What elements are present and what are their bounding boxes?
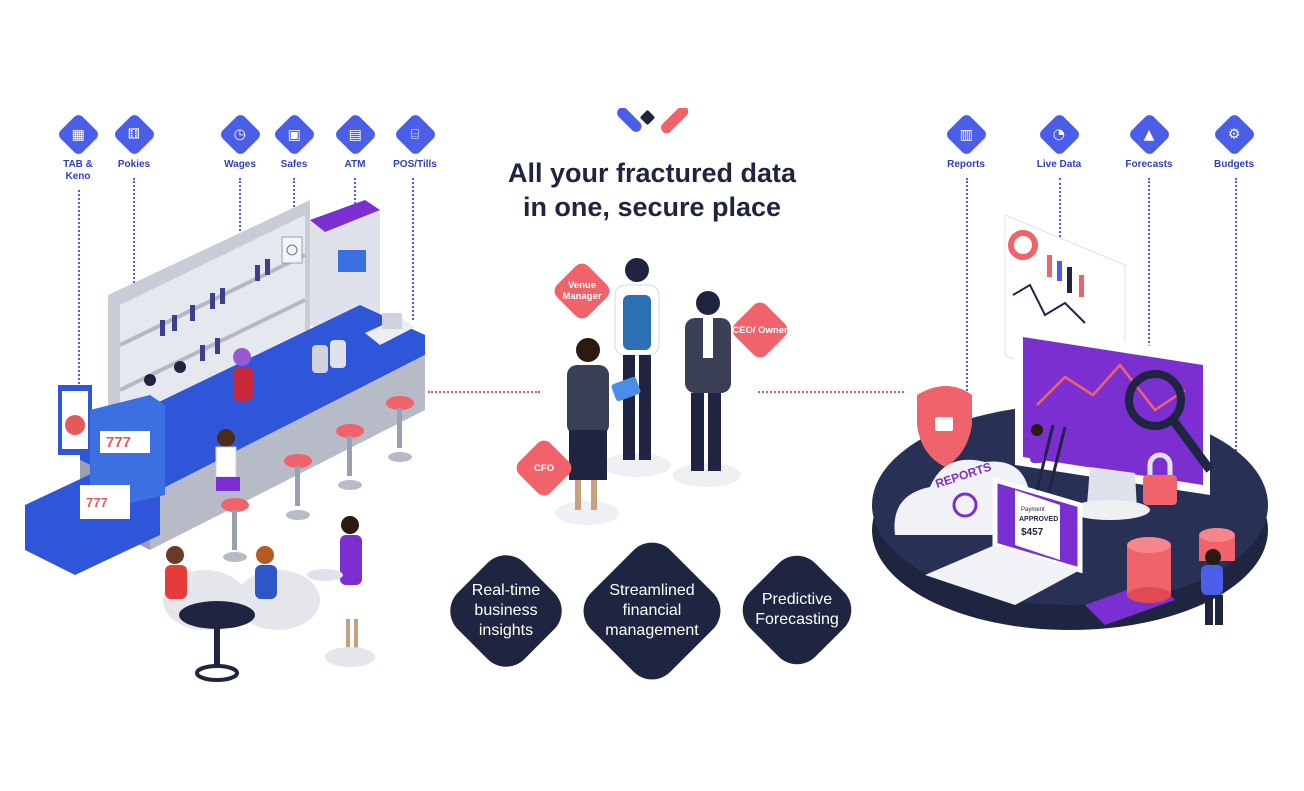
output-label: Live Data	[1036, 159, 1082, 170]
feature-realtime-insights: Real-time business insights	[439, 544, 573, 678]
output-label: Reports	[947, 159, 985, 170]
feature-predictive-forecasting: Predictive Forecasting	[731, 544, 863, 676]
connector-live-data	[1059, 178, 1061, 253]
feature-text: Predictive Forecasting	[755, 591, 839, 628]
role-label: CFO	[533, 462, 555, 474]
feature-text: Real-time business insights	[471, 582, 541, 639]
feature-text: Streamlined financial management	[605, 582, 699, 639]
budget-icon: ⚙	[1227, 126, 1241, 143]
output-reports: ▥ Reports	[944, 112, 988, 171]
source-label-line2: Keno	[65, 171, 91, 182]
headline-line-2: in one, secure place	[522, 192, 782, 222]
headline: All your fractured data in one, secure p…	[470, 156, 834, 224]
output-forecasts: ▲ Forecasts	[1124, 112, 1174, 171]
connector-team-to-platform	[758, 391, 904, 393]
feature-financial-management: Streamlined financial management	[572, 531, 732, 691]
live-data-icon: ◔	[1052, 126, 1066, 143]
connector-venue-to-team	[428, 391, 540, 393]
report-icon: ▥	[959, 126, 973, 143]
platform-illustration: REPORTS Payment APPROVED $457	[872, 214, 1268, 630]
clock-icon: ◷	[233, 126, 247, 143]
output-budgets: ⚙ Budgets	[1212, 112, 1256, 171]
output-live-data: ◔ Live Data	[1034, 112, 1084, 171]
output-label: Forecasts	[1125, 159, 1173, 170]
source-label: Safes	[280, 159, 308, 170]
source-wages: ◷ Wages	[218, 112, 262, 171]
source-tab-keno: ▦ TAB &Keno	[56, 112, 100, 183]
receipt-amount-text: $457	[1021, 527, 1044, 538]
source-label: Wages	[224, 159, 256, 170]
source-safes: ▣ Safes	[272, 112, 316, 171]
slot-bottom-text: 777	[86, 495, 108, 510]
source-label: Pokies	[117, 159, 151, 170]
connector-forecasts	[1148, 178, 1150, 358]
venue-illustration: 777 777	[25, 200, 425, 682]
headline-line-1: All your fractured data	[507, 158, 797, 188]
source-pos-tills: ⌸ POS/Tills	[390, 112, 440, 171]
keno-icon: ▦	[71, 126, 85, 143]
connector-atm	[354, 178, 356, 208]
connector-budgets	[1235, 178, 1237, 523]
forecast-icon: ▲	[1143, 126, 1155, 143]
role-label: CEO/ Owner	[732, 324, 788, 336]
connector-reports	[966, 178, 968, 423]
role-venue-manager: Venue Manager	[550, 259, 614, 323]
connector-tab-keno	[78, 190, 80, 400]
atm-icon: ▤	[348, 126, 362, 143]
brand-logo	[617, 108, 689, 134]
source-pokies: ⚅ Pokies	[112, 112, 156, 171]
source-label: POS/Tills	[393, 159, 437, 170]
receipt-approved-text: APPROVED	[1019, 516, 1058, 523]
safe-icon: ▣	[287, 126, 301, 143]
role-cfo: CFO	[512, 436, 576, 500]
pokies-icon: ⚅	[127, 126, 141, 143]
source-label: TAB &	[63, 159, 93, 170]
source-label: ATM	[344, 159, 366, 170]
team-illustration	[555, 258, 741, 525]
role-label: Venue Manager	[562, 280, 602, 302]
receipt-payment-text: Payment	[1021, 507, 1045, 513]
connector-pos	[412, 178, 414, 320]
role-ceo-owner: CEO/ Owner	[728, 298, 792, 362]
register-icon: ⌸	[410, 126, 420, 143]
source-atm: ▤ ATM	[333, 112, 377, 171]
output-label: Budgets	[1214, 159, 1254, 170]
slot-reels-text: 777	[106, 434, 131, 451]
